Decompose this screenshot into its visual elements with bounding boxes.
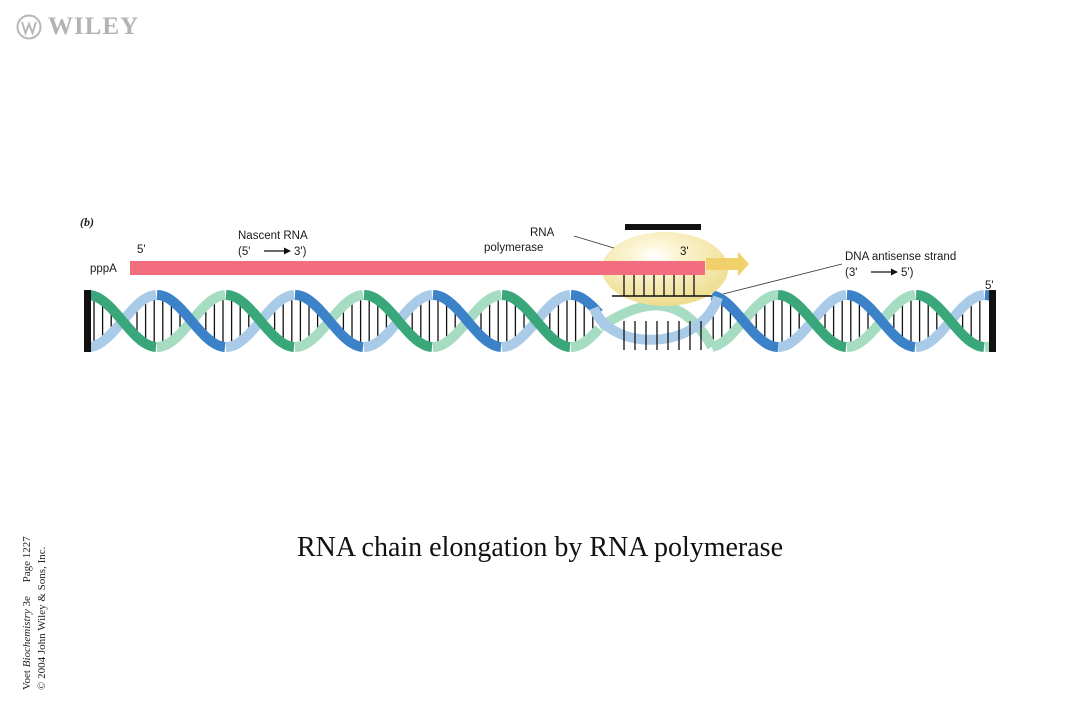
rna-start-label: pppA <box>90 263 117 275</box>
antisense-direction-open: (3' <box>845 267 857 279</box>
rna-direction-open: (5' <box>238 246 250 258</box>
rna-three-prime-label: 3' <box>680 246 689 258</box>
antisense-direction-close: 5') <box>901 267 914 279</box>
dna-antisense-strand-front <box>846 290 916 352</box>
wiley-logo: WILEY <box>16 12 139 42</box>
antisense-leader-line <box>722 263 843 295</box>
polymerase-label-line1: RNA <box>530 227 555 239</box>
dna-sense-strand-front <box>915 290 985 352</box>
polymerase-bar <box>625 224 701 230</box>
credit-book: Biochemistry <box>21 609 33 668</box>
dna-sense-strand-front <box>777 290 847 352</box>
slide-caption: RNA chain elongation by RNA polymerase <box>296 532 784 563</box>
polymerase-leader-line <box>573 235 615 249</box>
credit-copyright: © 2004 John Wiley & Sons, Inc. <box>36 546 48 690</box>
wiley-emblem-icon <box>16 14 42 40</box>
dna-antisense-strand-front <box>294 290 364 352</box>
panel-label: (b) <box>80 215 94 229</box>
dna-antisense-strand-bubble <box>589 295 723 345</box>
dna-sense-strand-front <box>225 290 295 352</box>
antisense-direction-arrow-icon <box>871 268 898 276</box>
credit-author: Voet <box>21 670 33 690</box>
dna-antisense-strand-front <box>432 290 502 352</box>
dna-sense-strand-front <box>363 290 433 352</box>
dna-end-cap-left <box>84 290 91 352</box>
dna-sense-strand-back <box>570 325 603 352</box>
credit-page: Page 1227 <box>21 536 33 583</box>
rna-direction-close: 3') <box>294 246 307 258</box>
credit-edition: 3e <box>21 596 33 607</box>
dna-five-prime-label: 5' <box>985 280 994 292</box>
polymerase-direction-arrow <box>706 252 749 276</box>
polymerase-label-line2: polymerase <box>484 242 543 254</box>
dna-end-cap-right <box>989 290 996 352</box>
rna-dna-hybrid-pairs <box>612 275 712 297</box>
antisense-strand-label: DNA antisense strand <box>845 251 956 263</box>
dna-sense-strand-front <box>87 290 157 352</box>
source-credit: Voet Biochemistry 3e Page 1227 © 2004 Jo… <box>20 536 50 690</box>
logo-wordmark: WILEY <box>48 13 140 40</box>
dna-double-helix <box>84 290 996 352</box>
rna-direction-arrow-icon <box>264 247 291 255</box>
nascent-rna-label: Nascent RNA <box>238 230 308 242</box>
nascent-rna-strand <box>130 261 705 275</box>
dna-sense-strand-front <box>501 290 571 352</box>
dna-antisense-strand-front <box>710 290 779 352</box>
rna-five-prime-label: 5' <box>137 244 146 256</box>
dna-antisense-strand-front <box>156 290 226 352</box>
